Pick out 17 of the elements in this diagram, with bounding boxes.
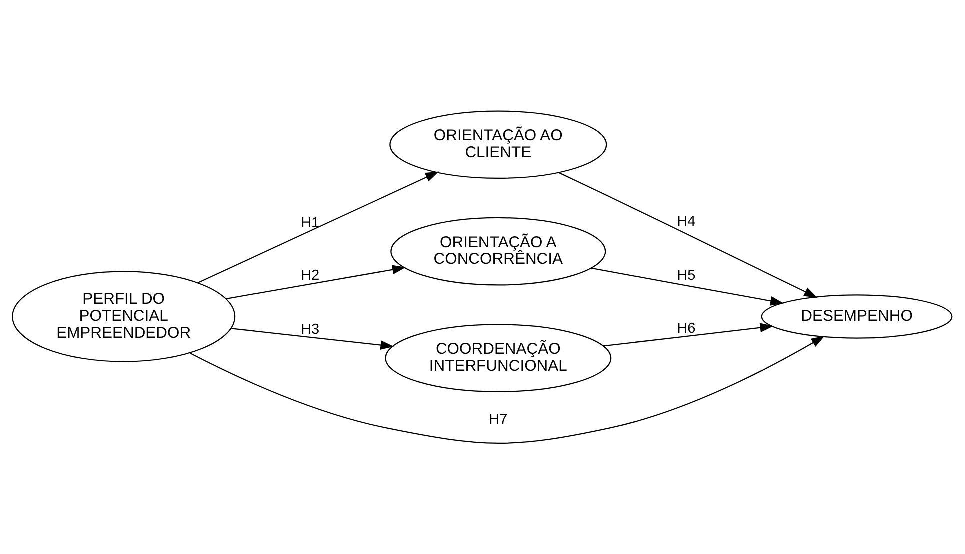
edge-label: H4	[677, 214, 696, 230]
edge-label: H3	[301, 322, 320, 338]
arrow	[604, 322, 774, 346]
edge-label: H5	[677, 268, 696, 284]
arrow	[190, 336, 825, 444]
edge-label: H2	[301, 268, 320, 284]
node-ellipse: ORIENTAÇÃO AO CLIENTE	[390, 110, 608, 178]
node-ellipse: COORDENAÇÃO INTERFUNCIONAL	[385, 324, 612, 392]
edge-label: H7	[489, 411, 508, 428]
arrow	[591, 267, 784, 306]
edge-label: H1	[301, 214, 320, 231]
arrow	[226, 264, 406, 300]
edge-label: H6	[677, 320, 696, 336]
node-ellipse: PERFIL DO POTENCIAL EMPREENDEDOR	[12, 270, 236, 362]
arrow	[198, 171, 440, 283]
arrow	[558, 172, 818, 298]
arrow	[232, 328, 394, 350]
